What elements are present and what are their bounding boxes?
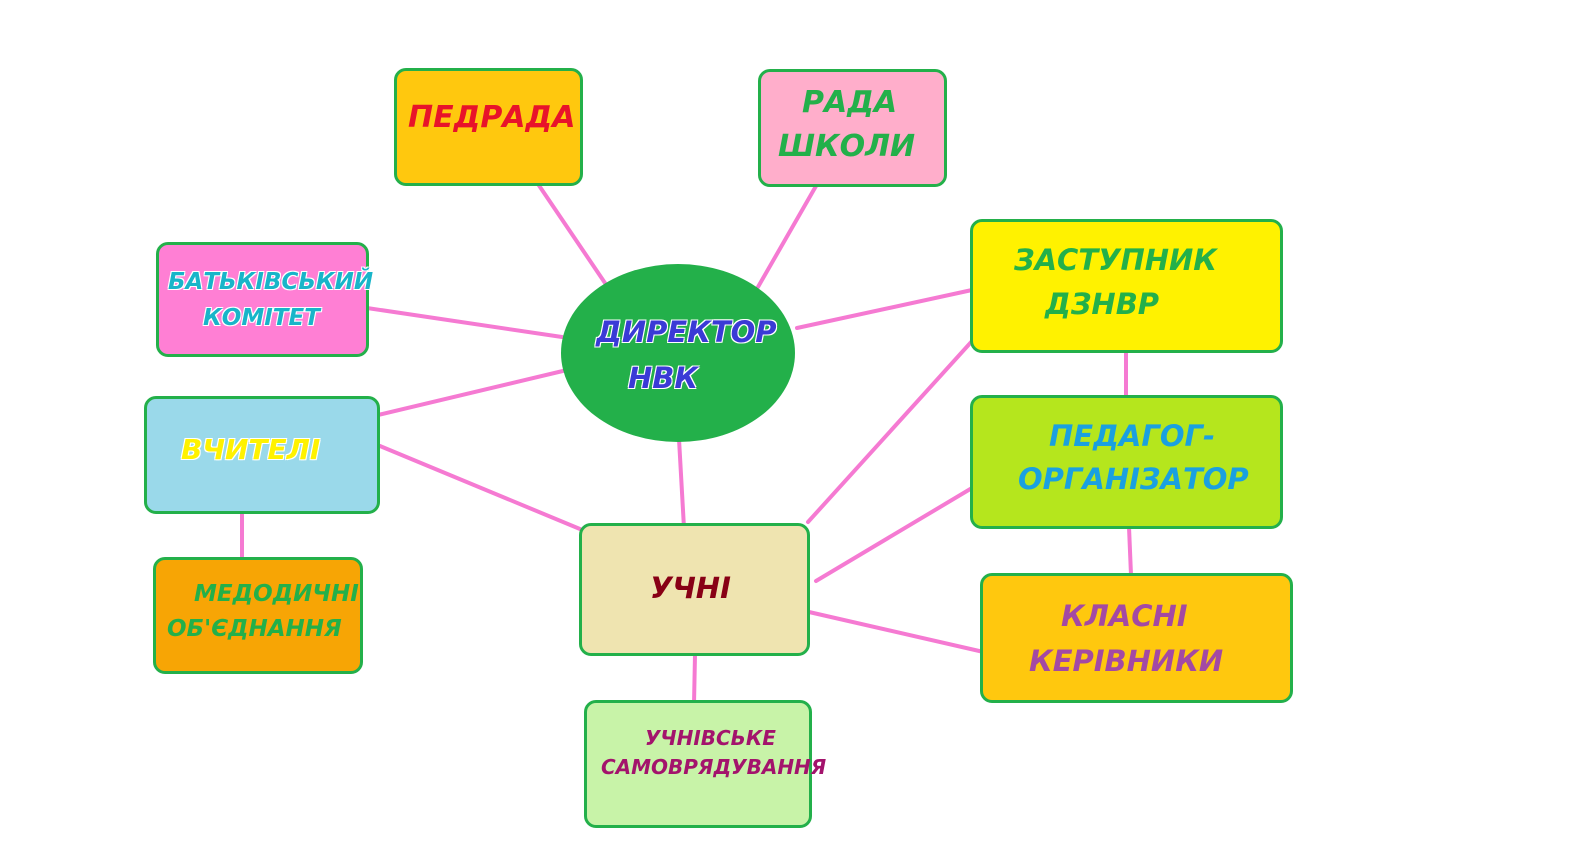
uchnivske-label-line2: САМОВРЯДУВАННЯ [601, 755, 827, 779]
batkivskyi-komitet-label-line1: БАТЬКІВСЬКИЙ [168, 269, 374, 295]
link-director-pedrada [536, 182, 607, 285]
metodychni-node [153, 557, 363, 674]
link-director-zastupnyk [795, 288, 974, 330]
pedrada-label: ПЕДРАДА [408, 100, 576, 135]
klasni-label-line2: КЕРІВНИКИ [1029, 644, 1224, 678]
link-director-uchni [677, 437, 686, 530]
pedagog-node [970, 395, 1283, 529]
pedagog-label-line2: ОРГАНІЗАТОР [1018, 462, 1249, 496]
zastupnyk-label-line1: ЗАСТУПНИК [1014, 243, 1217, 277]
zastupnyk-node [970, 219, 1283, 353]
batkivskyi-komitet-label-line2: КОМІТЕТ [203, 305, 320, 331]
link-pedagog-uchni [814, 483, 979, 583]
vchyteli-label: ВЧИТЕЛІ [181, 433, 321, 466]
link-pedagog-klasni [1127, 525, 1133, 577]
zastupnyk-label-line2: ДЗНВР [1045, 287, 1160, 321]
rada-shkoly-label-line2: ШКОЛИ [778, 129, 916, 164]
director-node [561, 264, 795, 442]
rada-shkoly-node [758, 69, 947, 187]
link-director-vchyteli [376, 368, 569, 417]
link-director-batkivskyi [365, 306, 564, 339]
vchyteli-node [144, 396, 380, 514]
uchni-node [579, 523, 810, 656]
uchni-label: УЧНІ [650, 571, 731, 605]
link-vchyteli-uchni [378, 444, 594, 536]
link-uchni-uchnivske [692, 653, 697, 706]
link-uchni-klasni [807, 610, 990, 655]
director-label-line2: НВК [628, 361, 699, 395]
pedagog-label-line1: ПЕДАГОГ- [1049, 419, 1215, 453]
klasni-label-line1: КЛАСНІ [1061, 599, 1188, 633]
batkivskyi-komitet-node [156, 242, 369, 357]
klasni-node [980, 573, 1293, 703]
rada-shkoly-label-line1: РАДА [802, 85, 898, 120]
link-zastupnyk-uchni [806, 338, 975, 524]
uchnivske-label-line1: УЧНІВСЬКЕ [645, 726, 776, 750]
metodychni-label-line2: ОБ'ЄДНАННЯ [167, 616, 342, 642]
link-director-rada-shkoly [756, 184, 818, 289]
metodychni-label-line1: МЕДОДИЧНІ [194, 581, 359, 607]
director-label-line1: ДИРЕКТОР [596, 315, 777, 349]
pedrada-node [394, 68, 583, 186]
uchnivske-node [584, 700, 812, 828]
